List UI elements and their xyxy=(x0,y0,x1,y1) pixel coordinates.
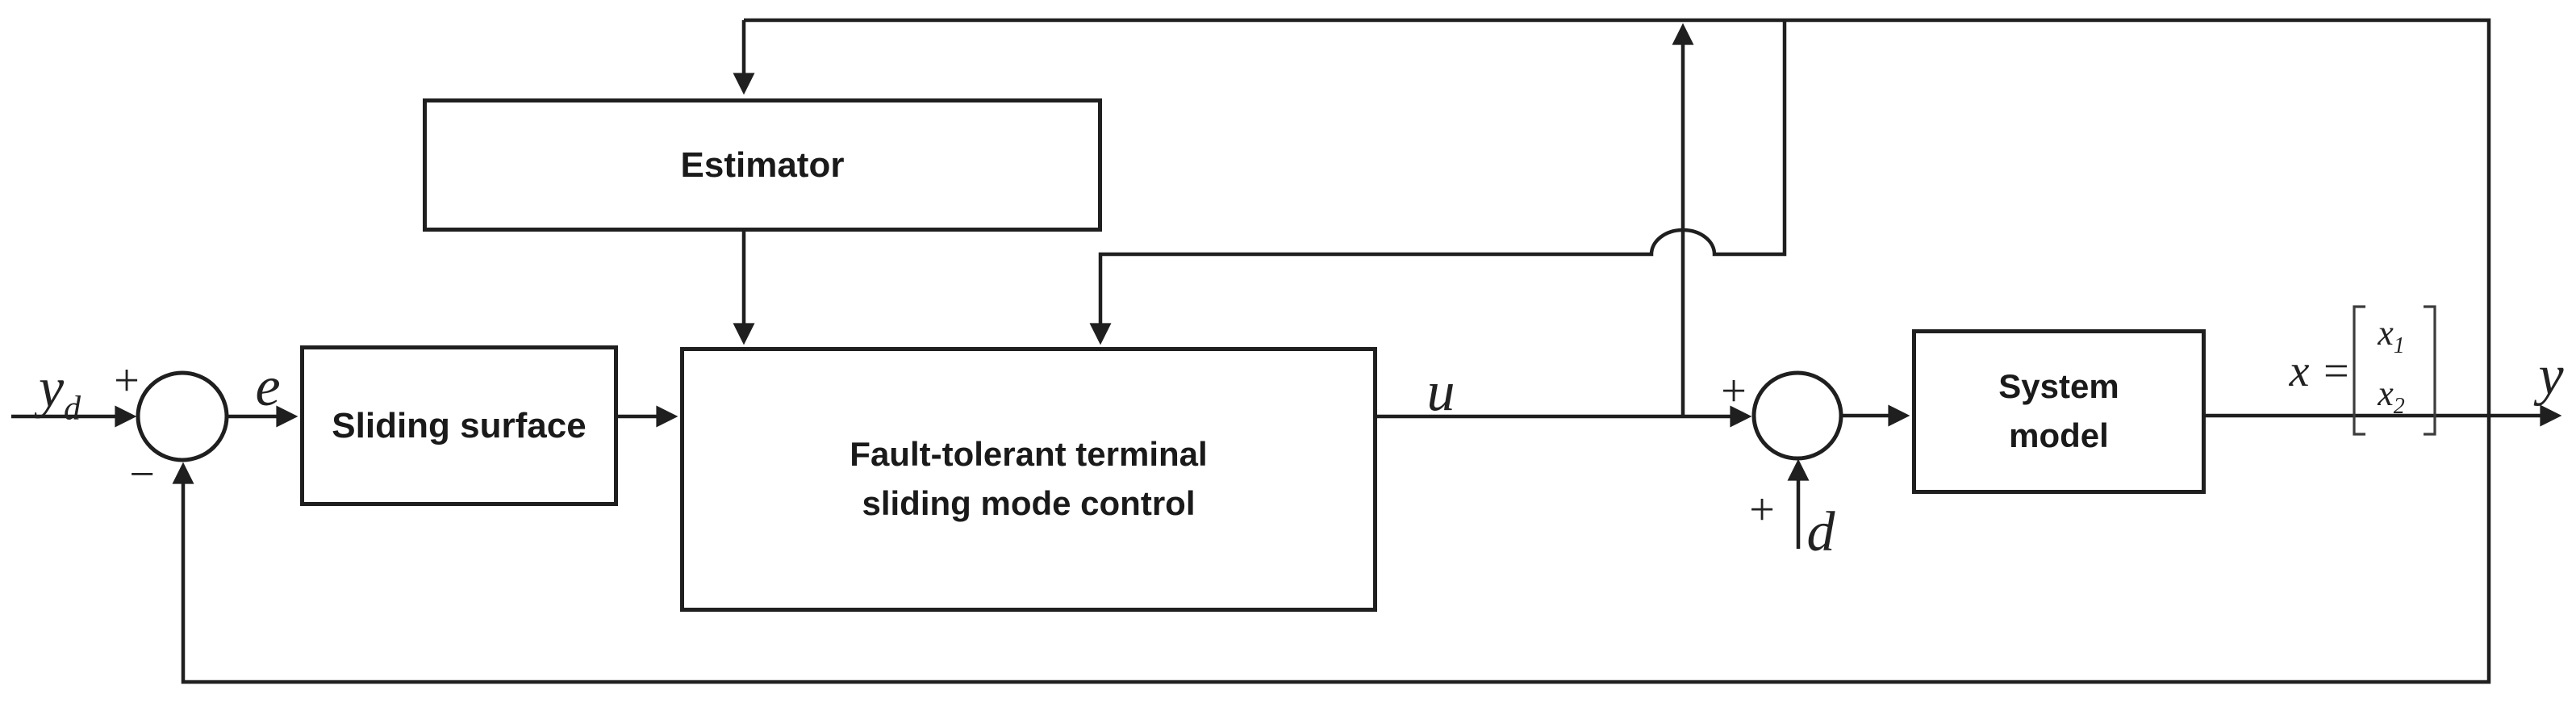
sliding-surface-label: Sliding surface xyxy=(332,405,587,445)
estimator-block: Estimator xyxy=(423,98,1102,232)
sum-junction-1 xyxy=(136,370,229,462)
matrix-bracket-right xyxy=(2424,305,2436,436)
state-x1-subscript: 1 xyxy=(2393,333,2405,358)
sum2-plus-sign-d: + xyxy=(1749,485,1775,535)
estimator-label: Estimator xyxy=(680,144,845,185)
sliding-surface-block: Sliding surface xyxy=(300,345,618,506)
state-x1-base: x xyxy=(2378,313,2394,353)
sum2-plus-sign-u: + xyxy=(1721,366,1747,416)
system-model-block: System model xyxy=(1912,329,2206,494)
wire-feedback-loop xyxy=(172,18,2491,684)
controller-label-line2: sliding mode control xyxy=(862,484,1196,522)
sum-junction-2 xyxy=(1751,370,1843,461)
disturbance-signal-label: d xyxy=(1806,501,1835,563)
controller-block: Fault-tolerant terminal sliding mode con… xyxy=(680,347,1377,612)
matrix-bracket-left xyxy=(2353,305,2365,436)
state-x2-base: x xyxy=(2378,374,2394,413)
reference-subscript: d xyxy=(64,390,81,428)
wire-state-branch-to-controller xyxy=(1089,20,1787,345)
controller-label-line1: Fault-tolerant terminal xyxy=(850,435,1208,474)
error-signal-label: e xyxy=(255,356,281,418)
reference-signal-label: yd xyxy=(39,357,81,429)
state-equation-lhs: x = xyxy=(2289,346,2352,396)
system-model-label-line2: model xyxy=(2009,416,2109,454)
sum1-plus-sign: + xyxy=(114,356,140,406)
reference-base: y xyxy=(38,357,65,420)
sum1-minus-sign: − xyxy=(129,450,155,500)
output-signal-label: y xyxy=(2538,345,2564,407)
state-x2-subscript: 2 xyxy=(2393,394,2405,419)
state-vector-row1: x1 xyxy=(2378,312,2405,359)
state-vector-row2: x2 xyxy=(2378,373,2405,420)
system-model-label-line1: System xyxy=(1998,367,2119,406)
control-signal-label: u xyxy=(1426,361,1455,423)
